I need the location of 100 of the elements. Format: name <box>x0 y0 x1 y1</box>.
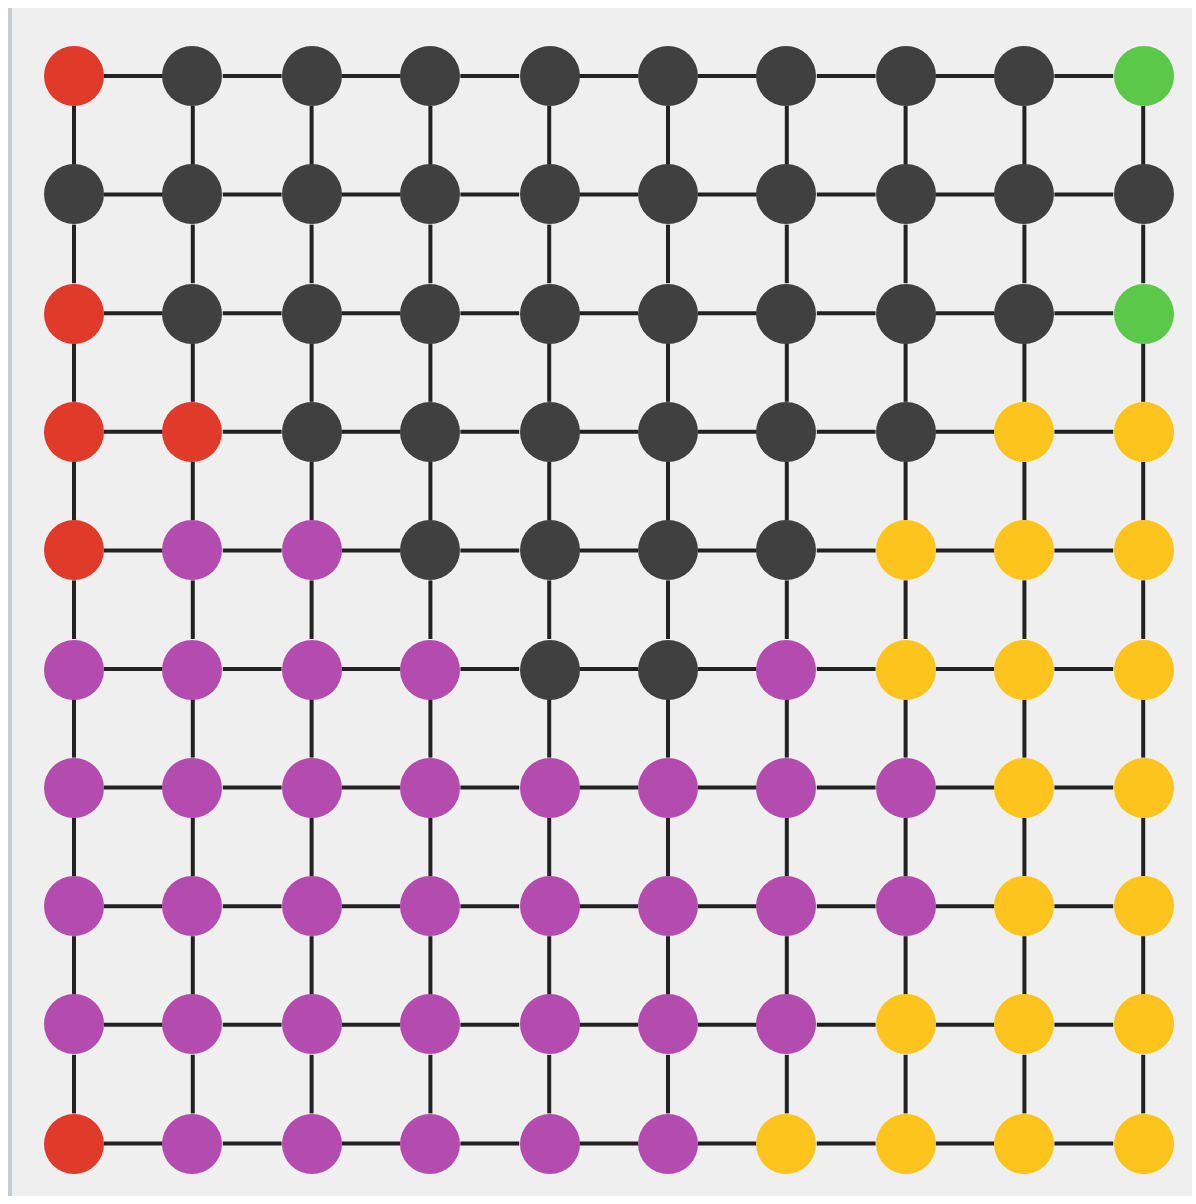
connector-line <box>428 343 433 402</box>
connector-line <box>190 1054 195 1114</box>
connector-line <box>816 904 876 909</box>
node-circle <box>756 283 817 344</box>
connector-line <box>579 74 638 78</box>
connector-line <box>1054 548 1114 553</box>
connector-line <box>104 74 163 78</box>
node-circle <box>519 876 580 937</box>
connector-line <box>1141 580 1146 639</box>
connector-line <box>1022 461 1027 521</box>
connector-line <box>903 580 908 639</box>
node-circle <box>875 46 936 106</box>
node-circle <box>519 164 580 225</box>
node-circle <box>162 283 223 344</box>
connector-line <box>816 667 876 671</box>
connector-line <box>935 1022 995 1027</box>
connector-line <box>309 817 314 877</box>
connector-line <box>222 1022 282 1027</box>
connector-line <box>816 74 876 78</box>
node-circle <box>994 164 1055 225</box>
connector-line <box>1022 699 1027 758</box>
connector-line <box>666 817 670 877</box>
connector-line <box>698 785 757 790</box>
node-circle <box>162 164 223 225</box>
node-circle <box>638 639 698 699</box>
node-circle <box>281 520 342 581</box>
node-circle <box>519 283 580 344</box>
connector-line <box>72 817 76 877</box>
connector-line <box>1022 817 1027 877</box>
connector-line <box>1141 106 1146 165</box>
node-circle <box>281 876 342 937</box>
connector-line <box>579 548 638 553</box>
node-circle <box>519 1113 580 1174</box>
connector-line <box>428 817 433 877</box>
connector-line <box>698 192 757 197</box>
node-circle <box>875 520 936 581</box>
connector-line <box>1054 429 1114 434</box>
node-circle <box>1113 1113 1174 1174</box>
connector-line <box>72 699 76 758</box>
connector-line <box>428 224 433 284</box>
connector-line <box>309 1054 314 1114</box>
connector-line <box>72 936 76 995</box>
node-circle <box>638 1113 698 1174</box>
connector-line <box>341 785 401 790</box>
connector-line <box>935 311 995 316</box>
node-circle <box>638 46 698 106</box>
connector-line <box>341 192 401 197</box>
node-circle <box>519 401 580 462</box>
node-circle <box>519 520 580 581</box>
connector-line <box>72 106 76 165</box>
connector-line <box>1054 904 1114 909</box>
connector-line <box>666 699 670 758</box>
connector-line <box>1022 1054 1027 1114</box>
connector-line <box>341 1022 401 1027</box>
connector-line <box>547 224 552 284</box>
connector-line <box>1054 74 1114 78</box>
connector-line <box>428 106 433 165</box>
node-circle <box>400 1113 461 1174</box>
node-circle <box>1113 283 1174 344</box>
node-circle <box>1113 520 1174 581</box>
node-circle <box>44 401 104 462</box>
connector-line <box>428 699 433 758</box>
connector-line <box>190 699 195 758</box>
connector-line <box>547 461 552 521</box>
connector-line <box>698 667 757 671</box>
node-circle <box>281 283 342 344</box>
node-circle <box>281 164 342 225</box>
connector-line <box>72 580 76 639</box>
connector-line <box>1141 224 1146 284</box>
connector-line <box>547 699 552 758</box>
connector-line <box>190 817 195 877</box>
node-circle <box>162 639 223 699</box>
connector-line <box>1022 936 1027 995</box>
connector-line <box>903 817 908 877</box>
connector-line <box>784 461 789 521</box>
connector-line <box>1022 106 1027 165</box>
connector-line <box>1022 224 1027 284</box>
connector-line <box>816 1141 876 1146</box>
connector-line <box>428 461 433 521</box>
connector-line <box>935 192 995 197</box>
connector-line <box>309 936 314 995</box>
connector-line <box>104 311 163 316</box>
node-circle <box>1113 876 1174 937</box>
connector-line <box>666 580 670 639</box>
node-circle <box>281 46 342 106</box>
node-circle <box>281 639 342 699</box>
connector-line <box>666 106 670 165</box>
node-circle <box>400 283 461 344</box>
connector-line <box>1054 785 1114 790</box>
connector-line <box>428 1054 433 1114</box>
node-circle <box>281 994 342 1055</box>
node-circle <box>400 520 461 581</box>
node-circle <box>638 283 698 344</box>
node-circle <box>44 283 104 344</box>
node-circle <box>638 520 698 581</box>
connector-line <box>222 1141 282 1146</box>
connector-line <box>547 936 552 995</box>
connector-line <box>309 224 314 284</box>
connector-line <box>816 785 876 790</box>
connector-line <box>460 429 520 434</box>
